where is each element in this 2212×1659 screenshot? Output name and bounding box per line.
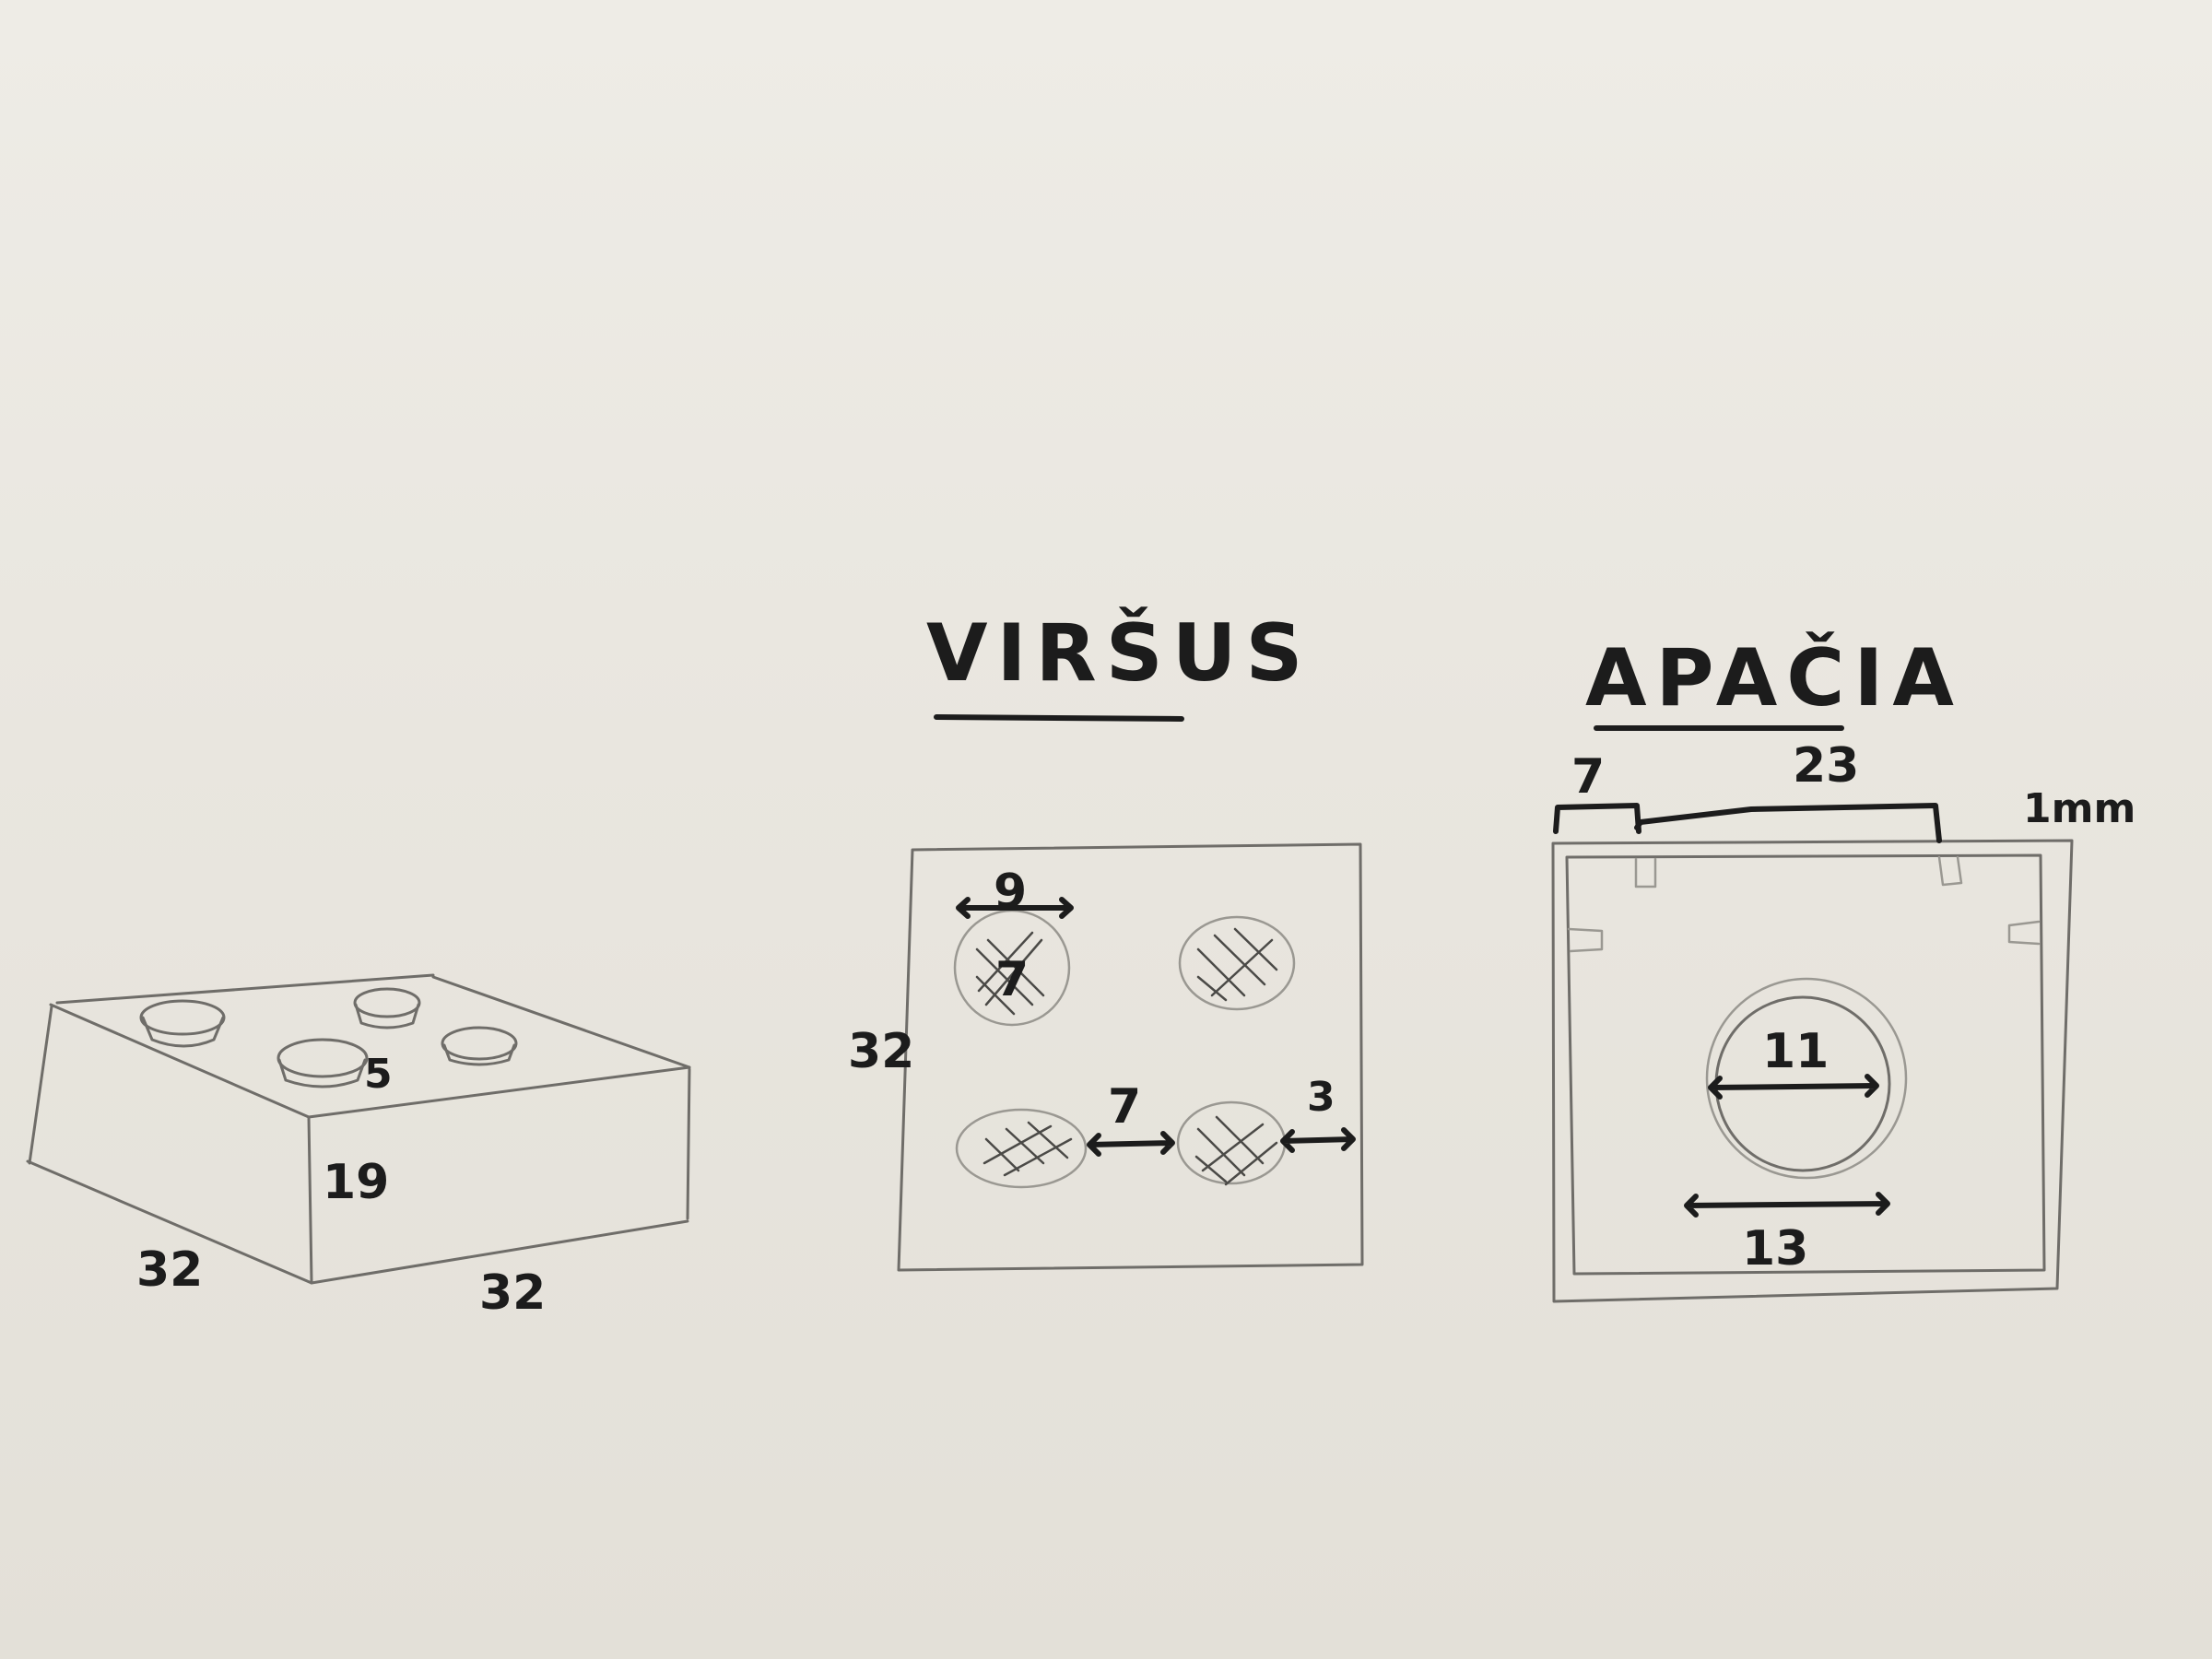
top-view-title: VIRŠUS xyxy=(926,606,1312,700)
bottom-left-dim: 7 xyxy=(1571,749,1605,805)
top-stud-outer-arrow xyxy=(956,897,1074,919)
iso-top-front-edge xyxy=(307,1065,691,1119)
bottom-tube-inner-arrow xyxy=(1708,1074,1879,1100)
top-title-underline xyxy=(934,714,1184,722)
top-gap-arrow xyxy=(1087,1131,1175,1157)
bottom-tube-outer-dim: 13 xyxy=(1742,1221,1808,1277)
iso-depth-dim: 32 xyxy=(136,1242,203,1298)
bottom-inner-outline xyxy=(1565,853,2046,1276)
iso-height-dim: 19 xyxy=(323,1155,389,1210)
bottom-tab-1 xyxy=(1634,857,1657,888)
iso-top-back-edge xyxy=(55,973,435,1005)
top-stud-inner-dim: 7 xyxy=(995,952,1029,1007)
top-edge-dim: 3 xyxy=(1307,1074,1335,1121)
bottom-view-title: APAČIA xyxy=(1585,631,1963,724)
iso-width-dim: 32 xyxy=(479,1265,546,1321)
iso-stud-2 xyxy=(353,987,421,1030)
bottom-span-dim: 23 xyxy=(1793,738,1859,794)
iso-front-vertical xyxy=(307,1115,313,1283)
top-view-outline xyxy=(897,842,1364,1272)
top-stud-3 xyxy=(955,1108,1088,1189)
iso-bottom-left-edge xyxy=(26,1159,313,1285)
top-stud-outer-dim: 9 xyxy=(994,865,1027,920)
top-side-dim: 32 xyxy=(848,1024,914,1079)
bottom-view: APAČIA 7 23 1mm 11 13 xyxy=(1551,631,2136,1303)
bottom-tab-4 xyxy=(2007,920,2041,946)
top-edge-arrow xyxy=(1280,1127,1356,1153)
bottom-tab-2 xyxy=(1937,855,1963,887)
iso-stud-dim: 5 xyxy=(364,1051,393,1098)
bottom-tube-outer xyxy=(1705,977,1908,1180)
bottom-wall-dim: 1mm xyxy=(2023,785,2136,832)
bottom-tube-inner-dim: 11 xyxy=(1762,1024,1829,1079)
top-stud-2 xyxy=(1178,915,1296,1011)
iso-stud-4 xyxy=(441,1026,518,1066)
isometric-brick: 5 19 32 32 xyxy=(26,973,691,1321)
bottom-outer-outline xyxy=(1551,839,2074,1303)
iso-stud-3 xyxy=(276,1038,369,1088)
iso-bottom-right-edge xyxy=(310,1219,689,1285)
bottom-span-bracket xyxy=(1634,803,1942,843)
iso-left-vertical xyxy=(28,1005,53,1165)
top-gap-dim: 7 xyxy=(1108,1079,1141,1135)
iso-top-right-edge xyxy=(431,975,691,1069)
bottom-tube-outer-arrow xyxy=(1684,1192,1890,1218)
top-view: VIRŠUS 9 7 32 7 3 xyxy=(848,606,1364,1272)
top-stud-4 xyxy=(1176,1100,1287,1186)
iso-right-vertical xyxy=(686,1067,691,1220)
bottom-left-bracket xyxy=(1553,803,1641,834)
iso-top-left-edge xyxy=(49,1003,311,1119)
iso-stud-1 xyxy=(139,999,226,1048)
bottom-tab-3 xyxy=(1567,927,1604,953)
